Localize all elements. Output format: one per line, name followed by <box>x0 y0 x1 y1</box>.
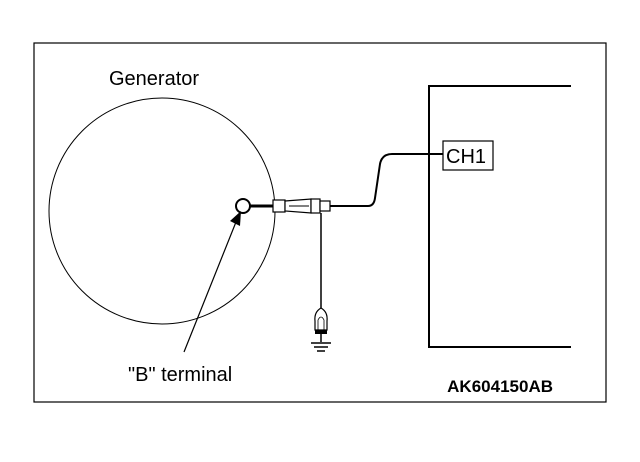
ch1-label: CH1 <box>446 146 486 168</box>
figure-code: AK604150AB <box>447 377 553 396</box>
ground-icon <box>311 342 331 352</box>
terminal-arrowhead <box>230 211 241 226</box>
outer-frame <box>33 42 607 403</box>
b-terminal-label: "B" terminal <box>128 364 232 386</box>
oscilloscope-lead <box>330 153 444 207</box>
terminal-leader-line <box>183 221 237 353</box>
probe-connector-icon <box>272 198 331 214</box>
test-lamp-icon <box>314 307 328 342</box>
b-terminal-icon <box>235 198 251 214</box>
generator-label: Generator <box>109 68 199 90</box>
ch1-box <box>442 140 494 171</box>
oscilloscope-body <box>428 85 571 348</box>
